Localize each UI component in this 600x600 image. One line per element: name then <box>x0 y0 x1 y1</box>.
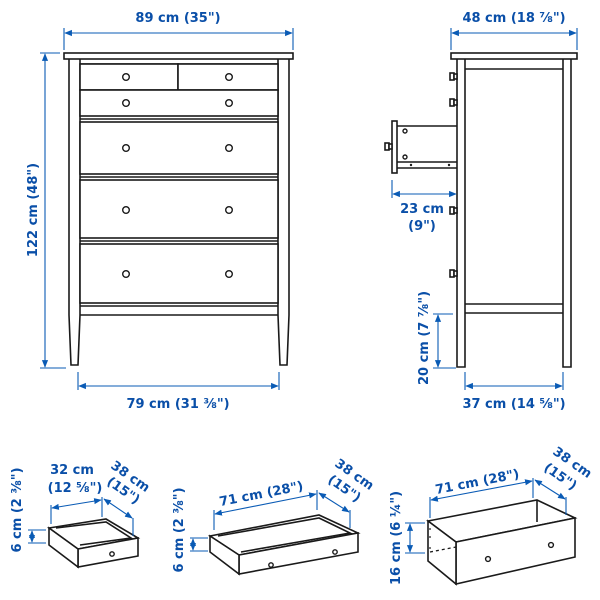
knob-icon <box>224 72 233 81</box>
knob-icon <box>484 555 492 563</box>
knob-icon <box>121 270 130 279</box>
drawer1-width-cm: 32 cm <box>50 463 94 478</box>
drawer1-width-in: (12 ⅝") <box>48 481 103 496</box>
inner-width-label: 79 cm (31 ⅜") <box>126 397 229 412</box>
knob-icon <box>224 98 233 107</box>
drawer-wide-deep: 71 cm (28") 38 cm (15") 16 cm (6 ¼") <box>389 444 594 586</box>
inner-depth-label: 37 cm (14 ⅝") <box>462 397 565 412</box>
knob-icon <box>224 143 233 152</box>
side-depth-label: 48 cm (18 ⅞") <box>462 11 565 26</box>
knob-icon <box>121 98 130 107</box>
knob-icon <box>121 205 130 214</box>
knob-icon <box>121 143 130 152</box>
floor-clearance-label: 20 cm (7 ⅞") <box>417 291 432 385</box>
knob-icon <box>332 549 338 555</box>
drawer3-height-label: 16 cm (6 ¼") <box>389 491 404 585</box>
knob-icon <box>547 541 555 549</box>
front-dimensions: 89 cm (35") 122 cm (48") 79 cm (31 ⅜") <box>26 11 294 412</box>
knob-icon <box>268 562 274 568</box>
drawer3-width-label: 71 cm (28") <box>434 467 520 498</box>
side-dimensions: 48 cm (18 ⅞") 23 cm (9") 20 cm (7 ⅞") 37… <box>391 11 578 412</box>
knob-icon <box>224 270 233 279</box>
drawer1-height-label: 6 cm (2 ⅜") <box>10 467 25 552</box>
side-view-dresser <box>384 52 578 368</box>
drawer2-width-label: 71 cm (28") <box>218 479 304 510</box>
drawer-small: 32 cm (12 ⅝") 38 cm (15") 6 cm (2 ⅜") <box>10 458 152 569</box>
open-drawer <box>384 120 457 174</box>
front-width-label: 89 cm (35") <box>135 11 220 26</box>
front-view-dresser <box>63 52 294 366</box>
knob-icon <box>121 72 130 81</box>
knob-icon <box>224 205 233 214</box>
drawer2-height-label: 6 cm (2 ⅜") <box>172 487 187 572</box>
drawer-extension-cm: 23 cm <box>400 202 444 217</box>
front-height-label: 122 cm (48") <box>26 163 41 257</box>
knob-icon <box>109 551 115 557</box>
drawer-wide-shallow: 71 cm (28") 38 cm (15") 6 cm (2 ⅜") <box>172 456 376 576</box>
drawer-extension-in: (9") <box>408 219 436 234</box>
